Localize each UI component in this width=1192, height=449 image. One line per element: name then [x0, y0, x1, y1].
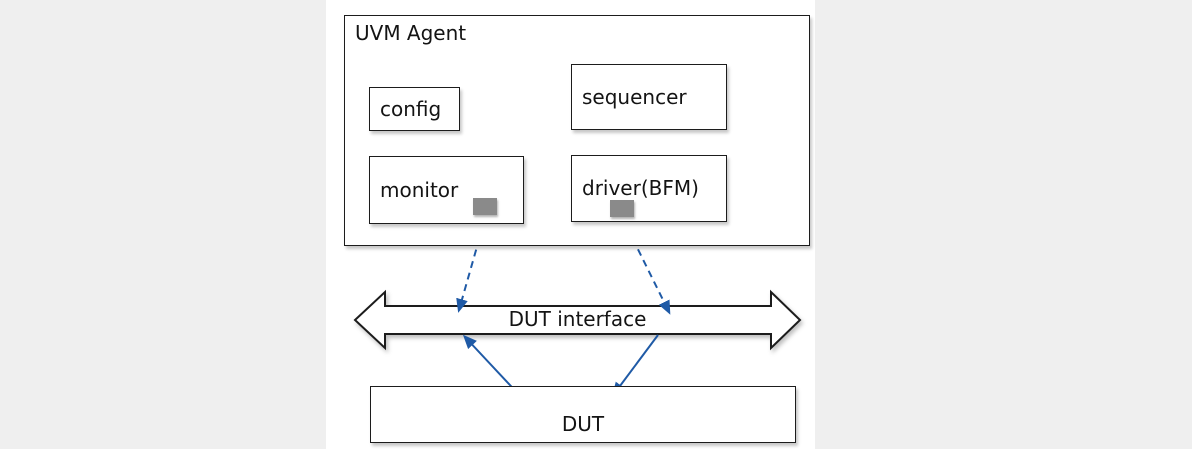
config-label: config — [380, 96, 442, 121]
uvm-agent-title: UVM Agent — [355, 21, 467, 45]
diagram-canvas: UVM Agent config sequencer monitor — [326, 0, 815, 449]
driver-port-icon — [610, 200, 634, 217]
dut-label: DUT — [561, 412, 605, 436]
sequencer-label: sequencer — [582, 84, 687, 109]
dut-interface-label: DUT interface — [508, 306, 647, 331]
monitor-box: monitor — [369, 156, 524, 224]
dut-box: DUT — [370, 386, 796, 443]
sequencer-box: sequencer — [571, 64, 727, 130]
driver-box: driver(BFM) — [571, 155, 727, 222]
uvm-agent-box: UVM Agent config sequencer monitor — [344, 15, 810, 246]
monitor-port-icon — [473, 198, 497, 215]
driver-label: driver(BFM) — [582, 176, 699, 200]
monitor-label: monitor — [380, 177, 459, 202]
config-box: config — [369, 87, 460, 131]
